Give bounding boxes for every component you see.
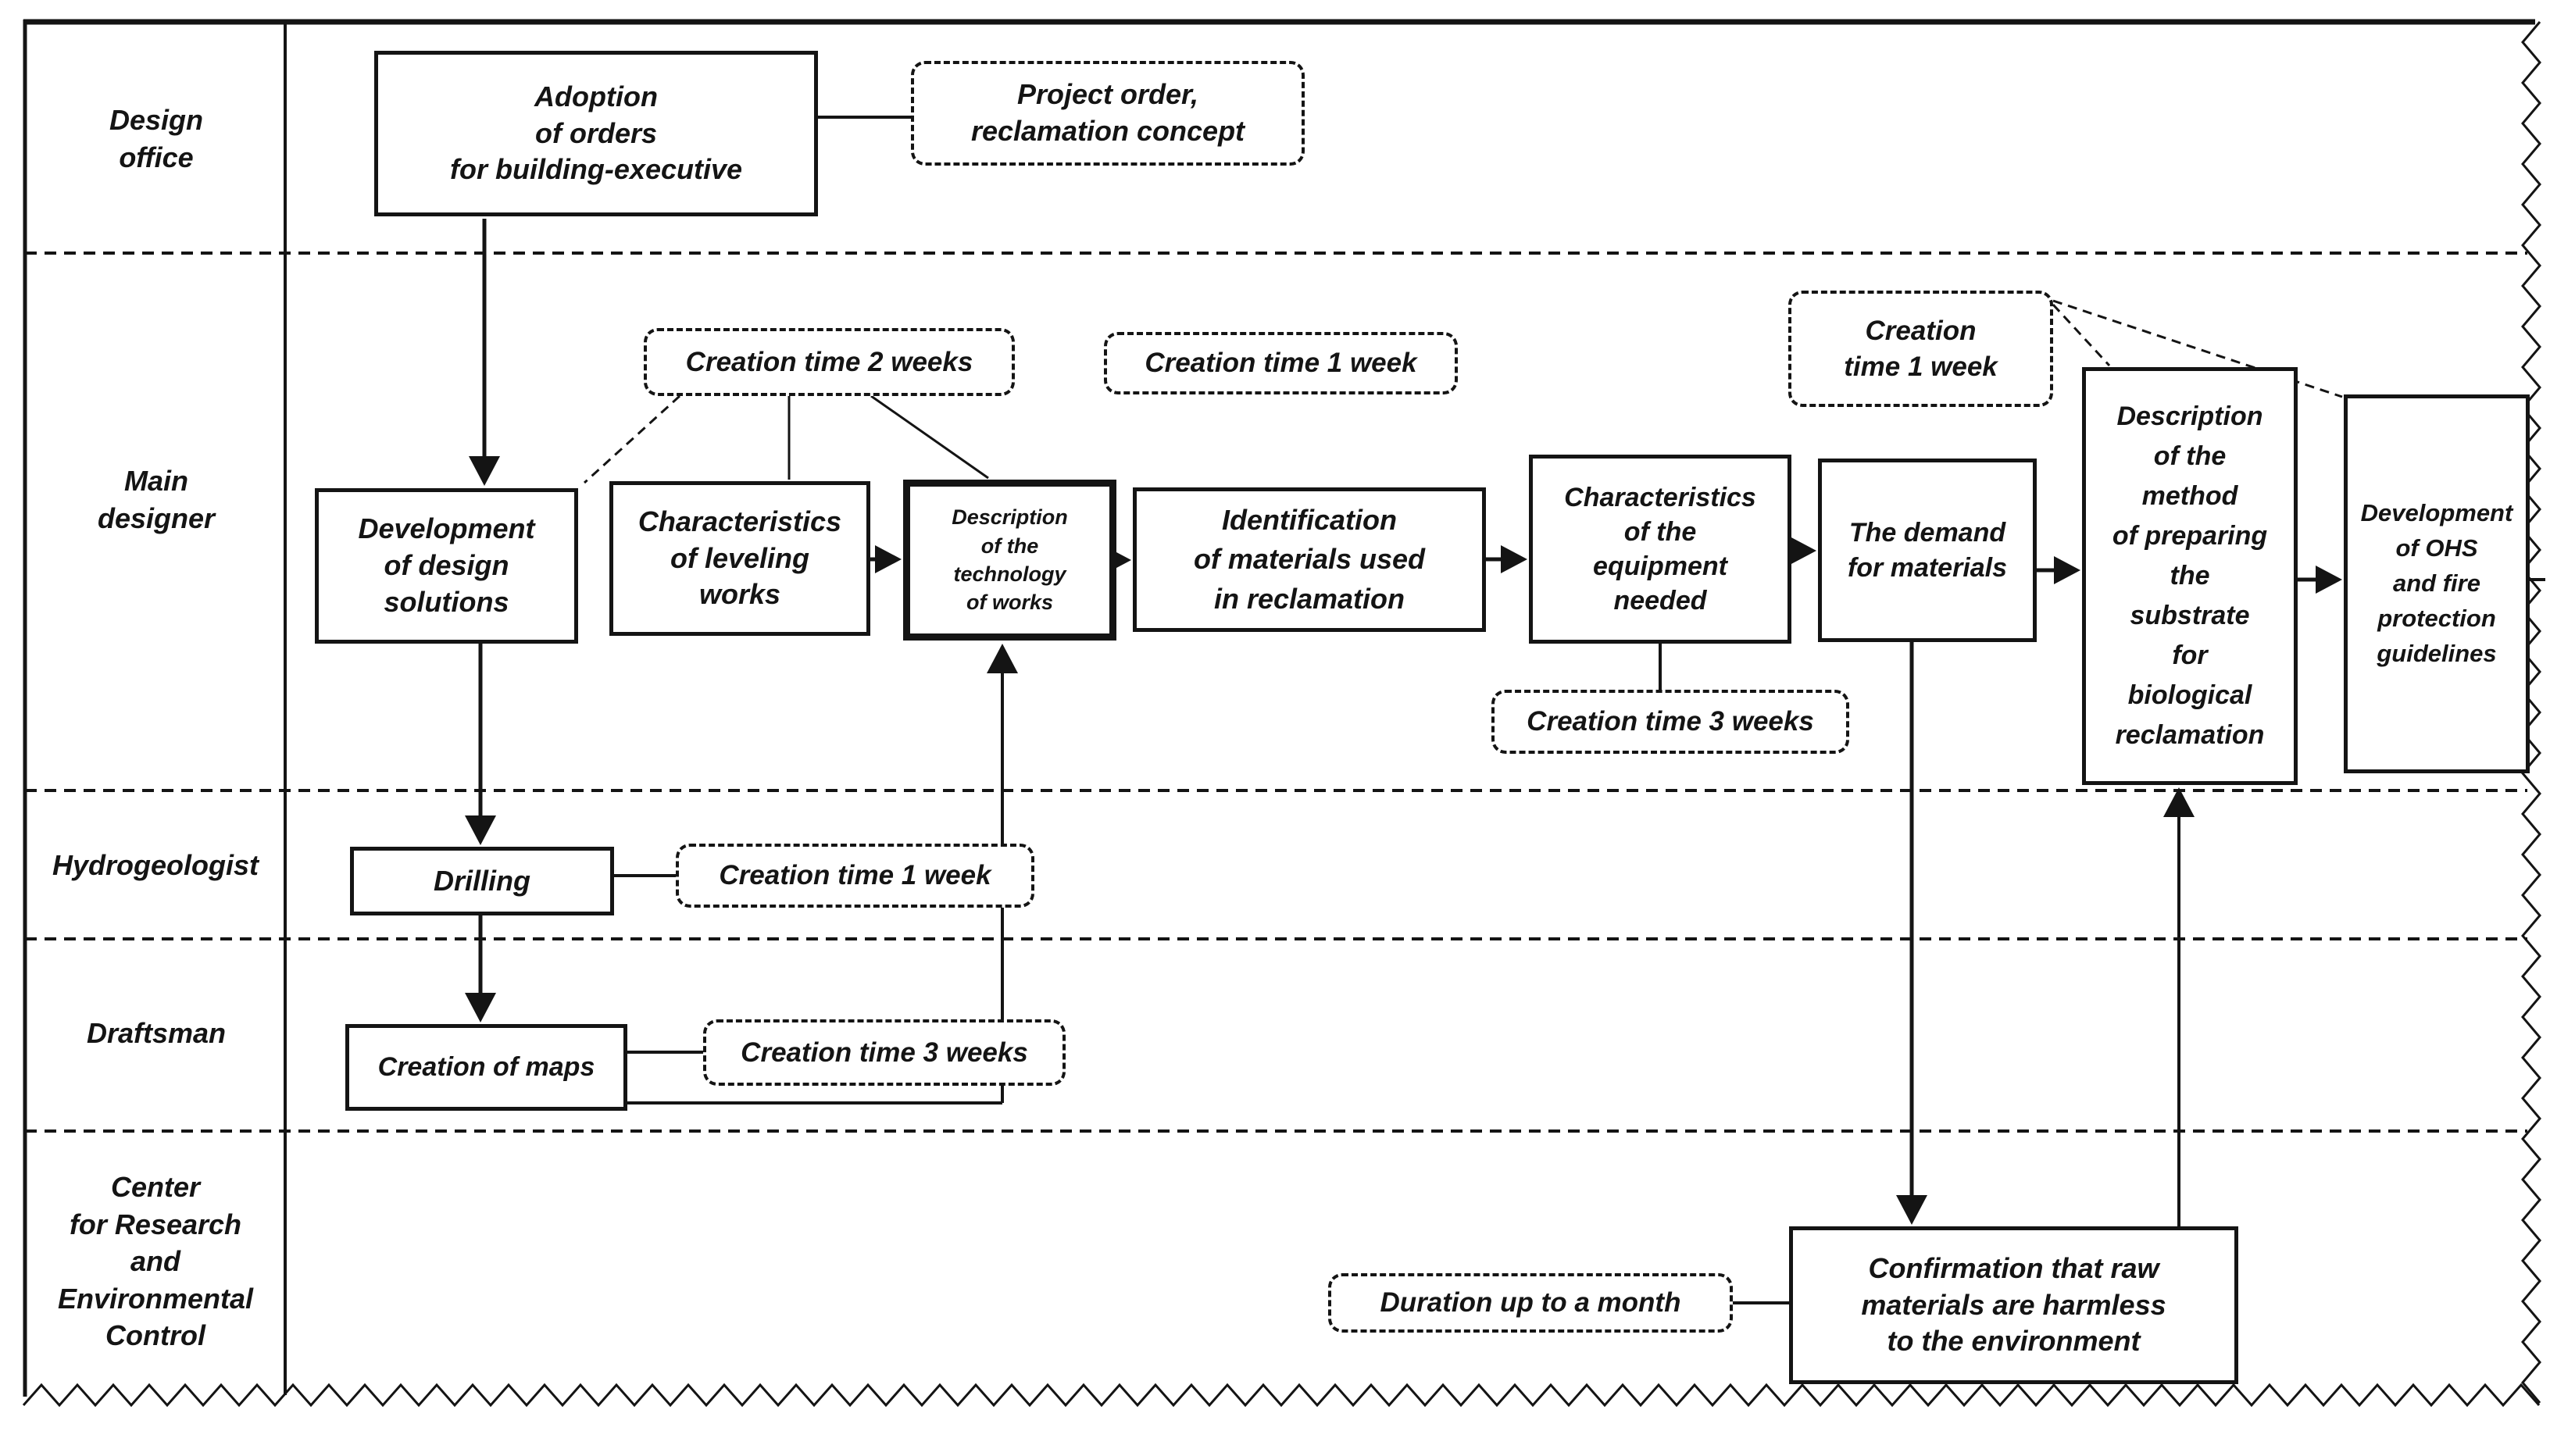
arrowhead-drilling-to-maps [465,993,496,1022]
box-characteristics-of-leveling-works: Characteristics of leveling works [609,481,870,636]
callout-creation-time-2-weeks: Creation time 2 weeks [644,328,1015,396]
box-development-of-design-solutions: Development of design solutions [315,488,578,644]
leader-ct2w-to-development [583,394,681,484]
box-drilling: Drilling [350,847,614,915]
box-method-of-preparing-substrate: Description of the method of preparing t… [2082,367,2298,785]
callout-creation-time-3-weeks-maps: Creation time 3 weeks [703,1019,1066,1086]
torn-bottom-edge [22,1383,2541,1408]
callout-creation-time-1-week-drilling: Creation time 1 week [676,844,1034,908]
arrowhead-demand-to-confirmation [1896,1195,1927,1225]
box-ohs-fire-protection-guidelines: Development of OHS and fire protection g… [2344,394,2530,773]
arrowhead-leveling-to-technology [875,545,902,573]
callout-duration-up-to-a-month: Duration up to a month [1328,1273,1733,1333]
lane-label-main-designer: Main designer [97,465,216,534]
lane-label-hydrogeologist: Hydrogeologist [52,848,259,881]
arrowhead-development-to-drilling [465,815,496,845]
arrowhead-maps-to-technology [987,644,1018,673]
box-characteristics-of-equipment: Characteristics of the equipment needed [1529,455,1791,644]
torn-right-edge [2521,21,2541,1404]
leader-ct1w-to-method [2052,303,2111,367]
lane-label-draftsman: Draftsman [86,1016,227,1049]
callout-project-order: Project order, reclamation concept [911,61,1305,166]
callout-creation-time-1-week-middle: Creation time 1 week [1104,332,1458,394]
lane-label-design-office: Design office [109,103,204,173]
box-demand-for-materials: The demand for materials [1818,459,2037,642]
arrowhead-confirmation-to-method [2163,787,2195,817]
box-confirmation-raw-materials-harmless: Confirmation that raw materials are harm… [1789,1226,2238,1384]
callout-creation-time-3-weeks-equipment: Creation time 3 weeks [1491,690,1849,754]
arrowhead-method-to-ohs [2316,566,2342,594]
box-description-of-technology-of-works: Description of the technology of works [903,480,1116,641]
arrowhead-demand-to-method [2054,556,2080,584]
leader-ct2w-to-technology [870,394,989,480]
arrowhead-adoption-to-development [469,456,500,486]
arrowhead-equipment-to-demand [1790,537,1816,565]
box-creation-of-maps: Creation of maps [345,1024,627,1111]
box-adoption-of-orders: Adoption of orders for building-executiv… [374,51,818,216]
lane-label-center-research: Center for Research and Environmental Co… [57,1171,254,1352]
arrowhead-identification-to-equipment [1501,545,1527,573]
box-identification-of-materials: Identification of materials used in recl… [1133,487,1486,632]
callout-creation-time-1-week-top-right: Creation time 1 week [1788,291,2053,407]
